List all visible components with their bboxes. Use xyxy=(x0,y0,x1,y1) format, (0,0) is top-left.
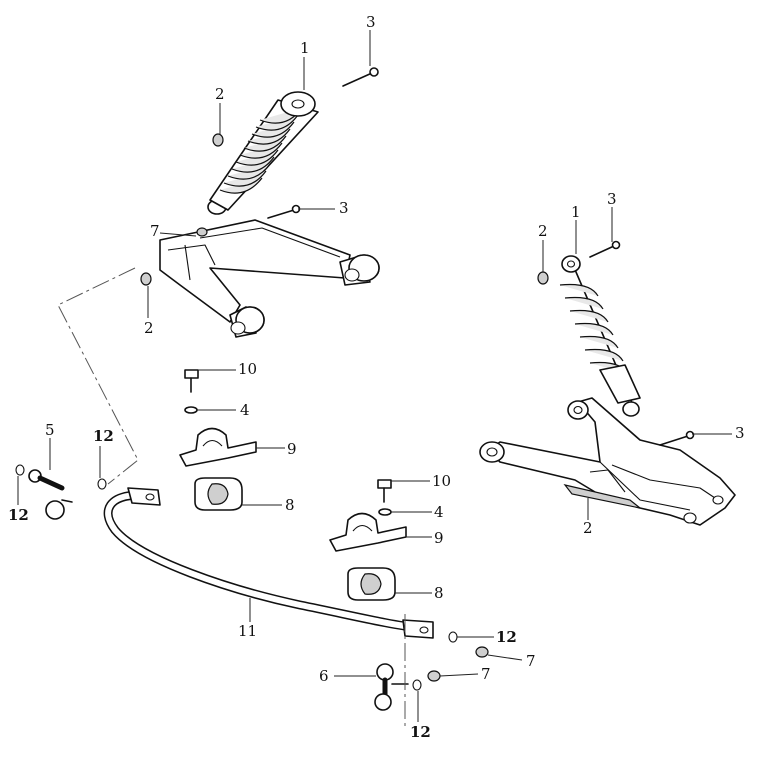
callout-3-left-top: 3 xyxy=(366,13,376,31)
washer-left xyxy=(184,406,198,414)
left-upper-nut xyxy=(212,133,224,147)
right-upper-nut xyxy=(537,271,549,285)
clamp-bracket-left xyxy=(179,427,257,467)
callout-7-right-upper: 7 xyxy=(526,652,536,670)
left-shock-absorber xyxy=(207,91,319,215)
callout-4-left: 4 xyxy=(240,401,250,419)
left-lower-arm xyxy=(159,219,380,338)
right-drop-link xyxy=(374,663,409,711)
callout-labels: 1 3 2 3 7 2 1 3 2 3 2 10 4 9 8 10 4 9 8 … xyxy=(8,13,745,741)
callout-12-right-lower: 12 xyxy=(410,723,431,741)
left-arm-nut xyxy=(140,272,152,286)
washer-right xyxy=(378,508,392,516)
callout-9-right: 9 xyxy=(434,529,444,547)
callout-7-left: 7 xyxy=(150,222,160,240)
callout-3-right-top: 3 xyxy=(607,190,617,208)
clamp-bracket-right xyxy=(329,512,407,552)
o-ring-right-lower xyxy=(412,679,422,691)
callout-2-right-top: 2 xyxy=(538,222,548,240)
left-assembly-line xyxy=(57,267,139,485)
callout-2-left-top: 2 xyxy=(215,85,225,103)
callout-2-right-arm: 2 xyxy=(583,519,593,537)
right-lower-arm xyxy=(479,397,736,526)
clamp-bolt-left xyxy=(184,369,199,393)
callout-8-right: 8 xyxy=(434,584,444,602)
anti-roll-bar xyxy=(103,487,434,639)
leader-lines xyxy=(17,30,732,722)
o-ring-right-upper xyxy=(448,631,458,643)
link-nut-upper xyxy=(475,646,489,658)
left-drop-link xyxy=(28,469,73,520)
right-arm-bolt xyxy=(659,430,695,446)
link-nut-lower xyxy=(427,670,441,682)
callout-10-right: 10 xyxy=(432,472,451,490)
left-upper-bolt xyxy=(342,67,379,87)
right-shock-absorber xyxy=(559,255,641,417)
callout-6: 6 xyxy=(319,667,329,685)
callout-4-right: 4 xyxy=(434,503,444,521)
left-lower-bolt xyxy=(267,204,301,219)
clamp-bolt-right xyxy=(377,479,392,503)
callout-11: 11 xyxy=(238,622,257,640)
o-ring-left-outer xyxy=(15,464,25,476)
callout-1-left: 1 xyxy=(300,39,310,57)
callout-7-right-lower: 7 xyxy=(481,665,491,683)
anti-roll-bar-bushing-right xyxy=(347,567,396,601)
o-ring-left-inner xyxy=(97,478,107,490)
callout-12-right-upper: 12 xyxy=(496,628,517,646)
callout-9-left: 9 xyxy=(287,440,297,458)
right-upper-bolt xyxy=(589,240,621,258)
callout-5: 5 xyxy=(45,421,55,439)
anti-roll-bar-bushing-left xyxy=(194,477,243,511)
callout-2-left-arm: 2 xyxy=(144,319,154,337)
callout-1-right: 1 xyxy=(571,203,581,221)
callout-3-right-arm: 3 xyxy=(735,424,745,442)
callout-10-left: 10 xyxy=(238,360,257,378)
callout-8-left: 8 xyxy=(285,496,295,514)
callout-12-left-inner: 12 xyxy=(93,427,114,445)
callout-3-left-mid: 3 xyxy=(339,199,349,217)
callout-12-left-outer: 12 xyxy=(8,506,29,524)
